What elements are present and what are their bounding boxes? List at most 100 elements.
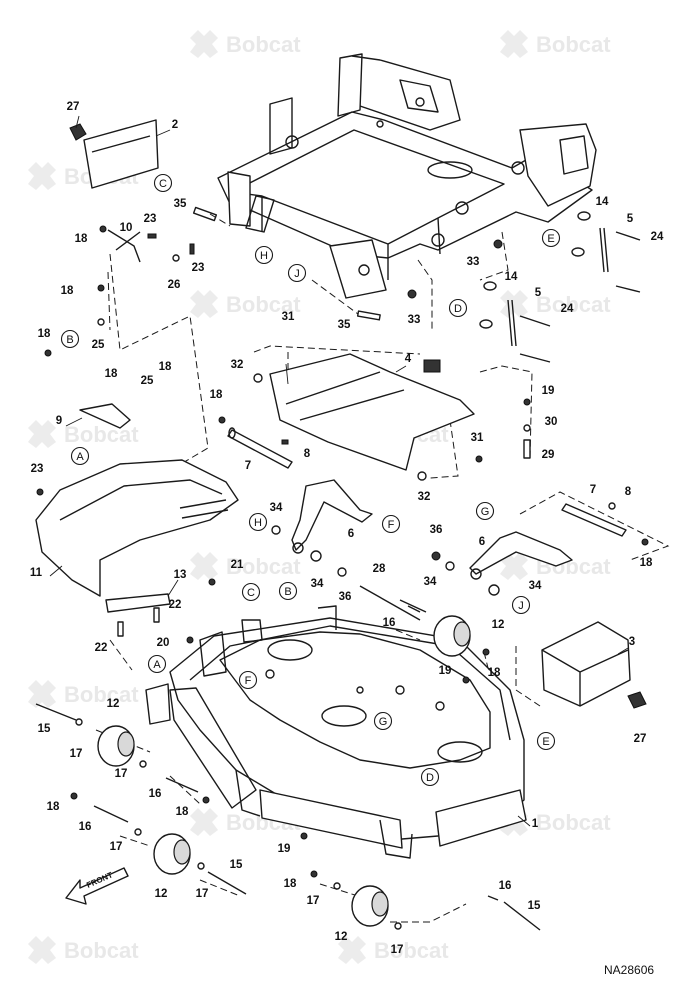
watermark-logo: Bobcat — [190, 552, 301, 580]
part-number-label: 30 — [545, 416, 558, 428]
callout-h: H — [248, 512, 268, 532]
watermark-text: Bobcat — [374, 938, 449, 963]
callout-f: F — [238, 670, 258, 690]
part-number-label: 7 — [245, 460, 251, 472]
part-number-label: 4 — [405, 353, 412, 365]
part-number-label: 35 — [174, 198, 187, 210]
part-number-label: 17 — [115, 768, 128, 780]
part-number-label: 23 — [31, 463, 44, 475]
part-number-label: 18 — [176, 806, 189, 818]
cover-part-3 — [515, 621, 647, 709]
watermark-text: Bobcat — [226, 292, 301, 317]
callout-letter: C — [159, 178, 167, 190]
caster-wheels-part-12 — [97, 615, 471, 927]
part-number-label: 5 — [535, 287, 542, 299]
callout-g: G — [373, 711, 393, 731]
part-number-label: 34 — [424, 576, 437, 588]
leader-lines — [49, 115, 629, 827]
part-number-label: 26 — [168, 279, 181, 291]
part-number-label: 18 — [105, 368, 118, 380]
part-number-label: 5 — [627, 213, 634, 225]
callout-f: F — [381, 514, 401, 534]
part-number-label: 16 — [79, 821, 92, 833]
callout-letter: G — [379, 716, 388, 728]
part-number-label: 32 — [418, 491, 431, 503]
watermark-logo: Bobcat — [500, 30, 611, 58]
part-number-label: 20 — [157, 637, 170, 649]
callout-d: D — [420, 767, 440, 787]
callout-a: A — [147, 654, 167, 674]
part-number-label: 33 — [467, 256, 480, 268]
callout-letter: G — [481, 506, 490, 518]
part-number-label: 16 — [383, 617, 396, 629]
part-number-label: 7 — [590, 484, 596, 496]
part-number-label: 17 — [70, 748, 83, 760]
callout-letter: E — [547, 233, 554, 245]
callout-letter: J — [518, 600, 524, 612]
part-number-label: 23 — [192, 262, 205, 274]
callout-letter: B — [284, 586, 291, 598]
watermark-logo: Bobcat — [28, 420, 139, 448]
callout-j: J — [287, 263, 307, 283]
discharge-chute-part-11 — [35, 403, 239, 637]
part-number-label: 17 — [110, 841, 123, 853]
part-number-label: 32 — [231, 359, 244, 371]
part-number-label: 31 — [282, 311, 295, 323]
watermark-text: Bobcat — [226, 554, 301, 579]
lift-arm-right-part-6 — [431, 491, 670, 596]
wheel-hardware — [35, 605, 541, 931]
part-number-label: 2 — [172, 119, 178, 131]
chain-hardware-right — [407, 211, 641, 363]
callout-g: G — [475, 501, 495, 521]
callout-letter: D — [454, 303, 462, 315]
part-number-label: 16 — [499, 880, 512, 892]
part-number-label: 18 — [284, 878, 297, 890]
part-number-label: 24 — [651, 231, 664, 243]
part-number-label: 19 — [542, 385, 555, 397]
callout-letter: H — [260, 250, 268, 262]
part-number-label: 3 — [629, 636, 635, 648]
callout-letter: H — [254, 517, 262, 529]
watermark-text: Bobcat — [536, 292, 611, 317]
mainframe-assembly — [217, 53, 597, 299]
part-number-label: 18 — [488, 667, 501, 679]
part-number-label: 13 — [174, 569, 187, 581]
part-number-label: 10 — [120, 222, 133, 234]
part-number-label: 18 — [75, 233, 88, 245]
lift-arm-left-part-6 — [271, 479, 373, 577]
callout-letter: A — [76, 451, 84, 463]
part-number-label: 14 — [505, 271, 518, 283]
shield-part-4 — [253, 353, 475, 481]
part-number-label: 8 — [304, 448, 311, 460]
part-number-label: 9 — [56, 415, 62, 427]
part-number-label: 19 — [278, 843, 291, 855]
part-number-label: 15 — [528, 900, 541, 912]
bracket-part-2 — [69, 119, 159, 189]
part-number-label: 24 — [561, 303, 574, 315]
part-number-label: 22 — [169, 599, 182, 611]
part-number-label: 12 — [492, 619, 505, 631]
part-number-label: 12 — [155, 888, 168, 900]
watermark-logo: Bobcat — [28, 680, 139, 708]
part-number-label: 22 — [95, 642, 108, 654]
callout-c: C — [241, 582, 261, 602]
drawing-reference-code: NA28606 — [604, 963, 654, 977]
part-number-label: 34 — [529, 580, 542, 592]
callout-letter: F — [388, 519, 395, 531]
part-number-label: 16 — [149, 788, 162, 800]
watermark-logo: Bobcat — [190, 30, 301, 58]
part-number-label: 25 — [92, 339, 105, 351]
part-number-label: 18 — [61, 285, 74, 297]
part-number-label: 28 — [373, 563, 386, 575]
callout-d: D — [448, 298, 468, 318]
part-number-label: 12 — [335, 931, 348, 943]
shaft-left-part-7 — [218, 416, 293, 469]
callout-letter: C — [247, 587, 255, 599]
part-number-label: 27 — [67, 101, 80, 113]
part-number-label: 34 — [270, 502, 283, 514]
part-number-label: 31 — [471, 432, 484, 444]
callout-j: J — [511, 595, 531, 615]
callout-e: E — [541, 228, 561, 248]
callout-b: B — [278, 581, 298, 601]
